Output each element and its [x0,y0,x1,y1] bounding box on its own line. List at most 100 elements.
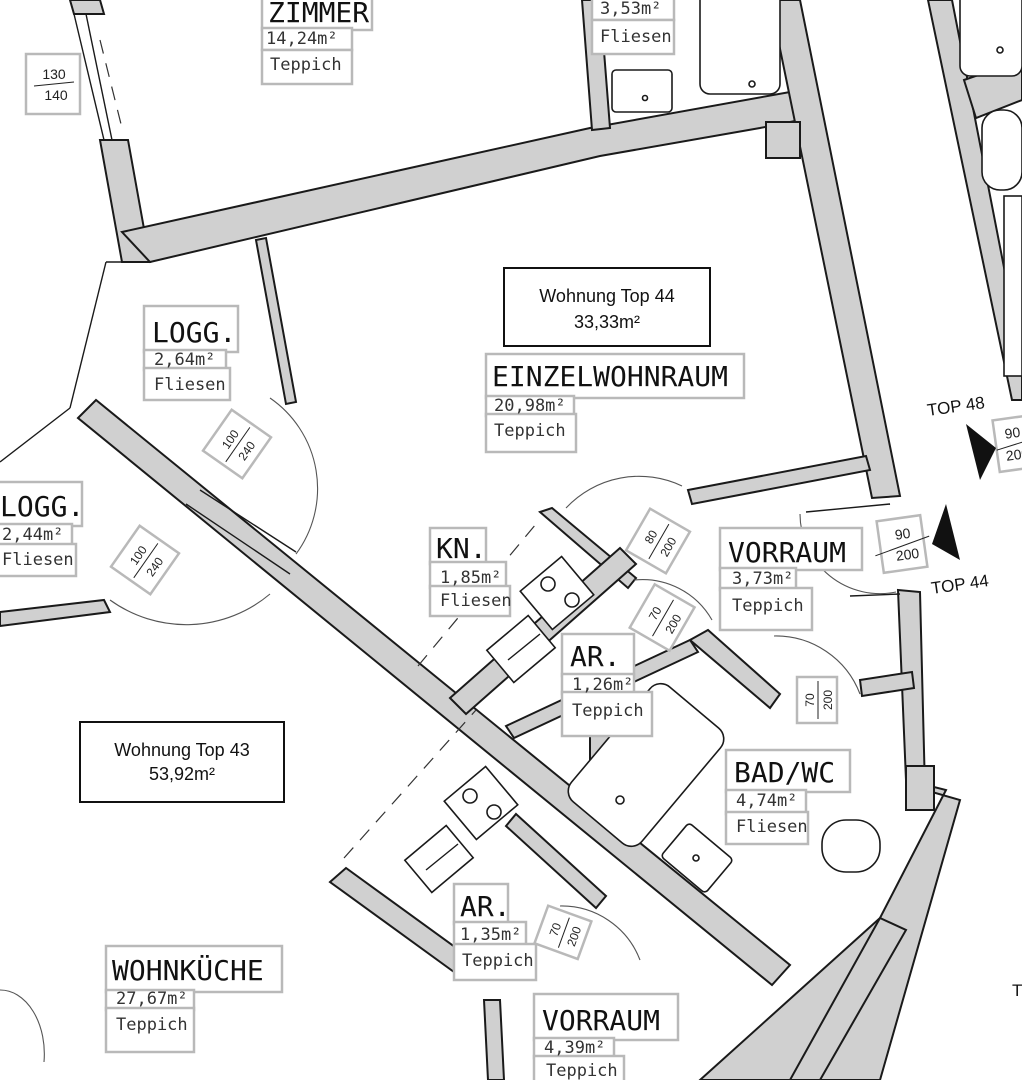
room-label-wohnkueche: WOHNKÜCHE 27,67m² Teppich [104,944,284,1054]
room-floor: Fliesen [440,591,512,611]
door-dim-ar: 70 200 [628,582,697,653]
room-floor: Teppich [546,1061,618,1080]
door-swings [0,397,897,1063]
room-name: AR. [570,640,621,673]
room-floor: Teppich [462,951,534,971]
room-name: VORRAUM [542,1004,660,1037]
svg-text:70: 70 [646,604,665,623]
room-label-bad-top: 3,53m² Fliesen [590,0,676,56]
door-arc-logg2 [109,593,271,626]
room-label-logg2: LOGG. 2,44m² Fliesen [0,480,84,578]
toilet-neighbor [981,109,1022,191]
svg-text:200: 200 [895,545,921,564]
door-arc-bath [773,635,861,695]
apartment-area: 53,92m² [149,764,215,784]
door-dim-ar-lower: 70 200 [532,904,593,961]
wall-kitchen-lower-east [504,812,608,910]
room-label-einzelwohnraum: EINZELWOHNRAUM 20,98m² Teppich [484,352,746,454]
svg-text:70: 70 [547,921,565,939]
room-label-vorraum-top44: VORRAUM 3,73m² Teppich [718,526,864,632]
door-dim-top48: 90 200 [991,414,1022,474]
room-area: 1,85m² [440,568,501,588]
apartment-area: 33,33m² [574,312,640,332]
room-name: BAD/WC [734,756,835,789]
door-arc-ar [633,579,713,621]
room-floor: Fliesen [2,550,74,570]
room-floor: Fliesen [154,375,226,395]
door-dim-bath: 70 200 [795,675,839,725]
room-area: 1,26m² [572,675,633,695]
room-floor: Fliesen [736,817,808,837]
room-area: 1,35m² [460,925,521,945]
apartment-box-top43: Wohnung Top 43 53,92m² [79,721,285,803]
room-floor: Teppich [572,701,644,721]
apartment-title: Wohnung Top 44 [539,286,674,306]
door-arc-wohnkueche [0,989,45,1063]
room-label-bad-wc: BAD/WC 4,74m² Fliesen [724,748,852,846]
room-name: EINZELWOHNRAUM [492,360,728,393]
entrance-marker-top44: TOP 44 [930,504,990,598]
cooktop-upper [519,555,595,631]
door-dim-logg1: 100 240 [201,408,273,480]
room-label-logg1: LOGG. 2,64m² Fliesen [142,304,240,402]
wall-far-right [926,0,1022,401]
wall-shaft [765,121,801,159]
wall-right-corridor [788,916,908,1080]
wall-vorraum-lower [482,999,506,1080]
svg-text:90: 90 [1004,424,1022,442]
room-name: LOGG. [0,490,84,523]
room-name: KN. [436,532,487,565]
svg-text:80: 80 [642,527,661,546]
door-dim-living: 80 200 [624,507,692,575]
room-area: 4,39m² [544,1038,605,1058]
door-dim-window-130-140: 130 140 [24,52,82,116]
apartment-title: Wohnung Top 43 [114,740,249,760]
room-name: VORRAUM [728,536,846,569]
fixtures [403,0,1022,894]
svg-text:140: 140 [44,87,68,103]
bathtub-top [699,0,781,95]
wall-diagonal-main [76,398,792,987]
wall-east-column [768,0,902,500]
svg-text:200: 200 [821,690,835,710]
svg-text:90: 90 [894,525,912,543]
svg-text:70: 70 [803,693,817,707]
shower-neighbor [1003,195,1022,377]
entrance-marker-cutoff: T [1012,981,1022,1000]
wall-bath-north [688,628,782,710]
room-label-ar-top43: AR. 1,35m² Teppich [452,882,538,982]
room-area: 4,74m² [736,791,797,811]
room-area: 27,67m² [116,989,188,1009]
room-label-kn: KN. 1,85m² Fliesen [428,526,512,618]
svg-text:200: 200 [1005,445,1022,464]
room-floor: Teppich [494,421,566,441]
room-area: 20,98m² [494,396,566,416]
room-area: 2,64m² [154,350,215,370]
entrance-label: TOP 44 [930,571,990,598]
room-floor: Teppich [270,55,342,75]
sink-top [611,69,673,113]
room-floor: Fliesen [600,27,672,47]
cooktop-lower [443,765,519,841]
entrance-marker-top48: TOP 48 [926,393,996,480]
wall-zimmer-south [120,90,802,264]
entrance-arrow-icon [932,504,960,560]
room-name: ZIMMER [268,0,369,29]
room-area: 3,73m² [732,569,793,589]
room-area: 2,44m² [2,525,63,545]
room-label-ar-top44: AR. 1,26m² Teppich [560,632,654,738]
entrance-label: T [1012,981,1022,1000]
wall-living-south [686,454,872,506]
wall-kitchen-lower [328,866,472,974]
room-name: WOHNKÜCHE [112,953,264,987]
entrance-label: TOP 48 [926,393,986,420]
door-arc-ar2 [559,905,641,961]
thin-lines [0,13,901,859]
door-arc-logg1 [269,397,319,555]
wall-bath-top [580,0,612,132]
room-area: 14,24m² [266,29,338,49]
room-name: AR. [460,890,511,923]
svg-text:130: 130 [42,66,66,82]
